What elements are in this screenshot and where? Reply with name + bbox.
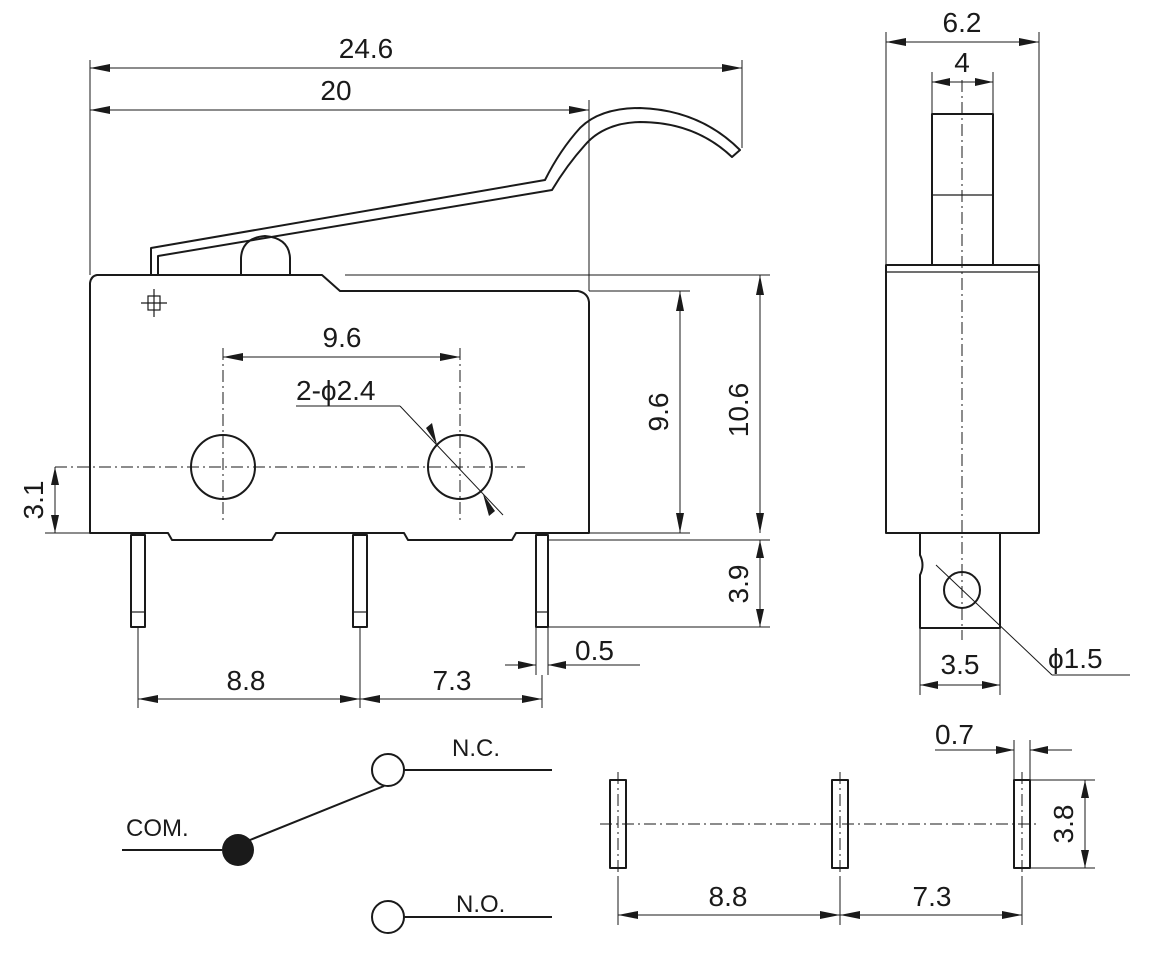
terminal-1 (130, 534, 146, 628)
no-contact (371, 900, 405, 934)
dim-actuator-width: 4 (954, 47, 970, 78)
mounting-hole-right (427, 434, 493, 500)
side-view: ϕ1.5 6.2 4 3.5 (885, 7, 1130, 695)
nc-label: N.C. (452, 735, 500, 762)
dim-hole-callout: 2-ϕ2.4 (296, 375, 376, 406)
dim-pitch-left: 8.8 (227, 665, 266, 696)
no-label: N.O. (456, 891, 505, 918)
com-contact (222, 834, 254, 866)
pcb-dim-pitch-left: 8.8 (709, 881, 748, 912)
dim-terminal-length: 3.9 (723, 565, 754, 604)
dim-pitch-right: 7.3 (433, 665, 472, 696)
pcb-dim-pitch-right: 7.3 (913, 881, 952, 912)
dim-terminal-width: 3.5 (941, 649, 980, 680)
terminal-2 (352, 534, 368, 628)
dim-body-length: 20 (320, 75, 351, 106)
dim-pad-length: 3.8 (1048, 805, 1079, 844)
lever-arm (150, 107, 741, 275)
dim-terminal-thickness: 0.5 (575, 635, 614, 666)
dim-pad-width: 0.7 (935, 719, 974, 750)
schematic: N.C. COM. N.O. (122, 735, 552, 934)
terminal-hole (943, 571, 981, 609)
dim-terminal-hole: ϕ1.5 (1048, 643, 1103, 674)
plunger (240, 235, 291, 275)
switch-blade (249, 785, 385, 841)
dim-hole-spacing: 9.6 (323, 322, 362, 353)
side-terminal (919, 532, 1001, 629)
terminal-3 (535, 534, 549, 628)
nc-contact (371, 753, 405, 787)
com-label: COM. (126, 815, 189, 842)
pcb-layout: 0.7 3.8 8.8 7.3 (600, 719, 1095, 925)
dim-total-height: 10.6 (723, 383, 754, 438)
dim-hole-height: 3.1 (18, 481, 49, 520)
dim-overall-length: 24.6 (339, 33, 394, 64)
dim-body-width: 6.2 (943, 7, 982, 38)
front-view: 24.6 20 9.6 2-ϕ2.4 9.6 10.6 (18, 33, 770, 708)
switch-body (89, 274, 590, 541)
dim-body-height: 9.6 (643, 393, 674, 432)
